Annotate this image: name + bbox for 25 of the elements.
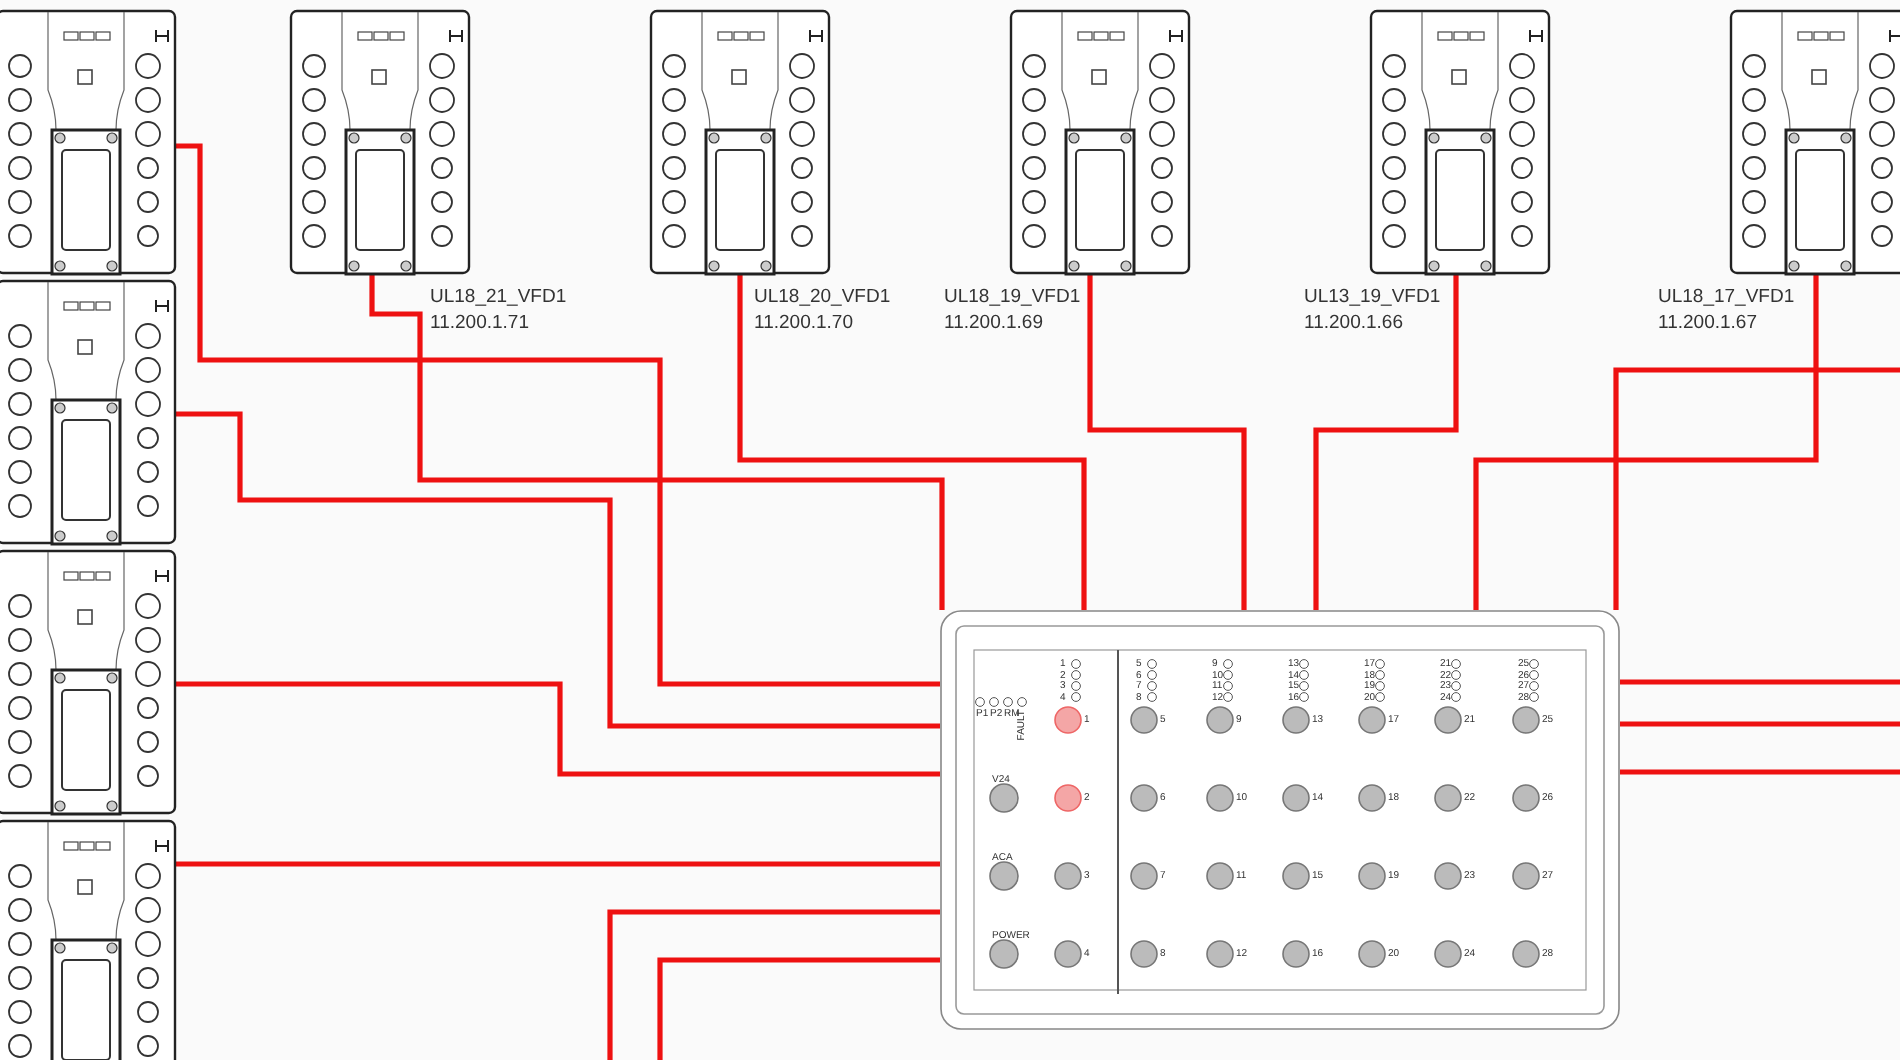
ip-address: 11.200.1.69: [944, 310, 1043, 336]
device-name: UL13_19_VFD1: [1304, 284, 1441, 310]
cable: [176, 861, 940, 867]
cable: [607, 909, 940, 1060]
cable: [737, 274, 1087, 610]
ip-address: 11.200.1.70: [754, 310, 853, 336]
device-name: UL18_19_VFD1: [944, 284, 1081, 310]
cable: [1613, 367, 1900, 610]
device-name: UL18_20_VFD1: [754, 284, 891, 310]
ip-address: 11.200.1.66: [1304, 310, 1403, 336]
cable: [176, 411, 940, 729]
cable: [1313, 274, 1459, 610]
cable: [1087, 274, 1247, 610]
ip-address: 11.200.1.71: [430, 310, 529, 336]
device-name: UL18_17_VFD1: [1658, 284, 1795, 310]
cable: [369, 274, 945, 610]
cable: [1473, 274, 1819, 610]
device-name: UL18_21_VFD1: [430, 284, 567, 310]
cable: [176, 681, 940, 777]
ip-address: 11.200.1.67: [1658, 310, 1757, 336]
cable: [657, 957, 940, 1060]
cable: [176, 143, 940, 687]
cable: [1620, 679, 1900, 685]
cable: [1620, 769, 1900, 775]
cable: [1620, 721, 1900, 727]
